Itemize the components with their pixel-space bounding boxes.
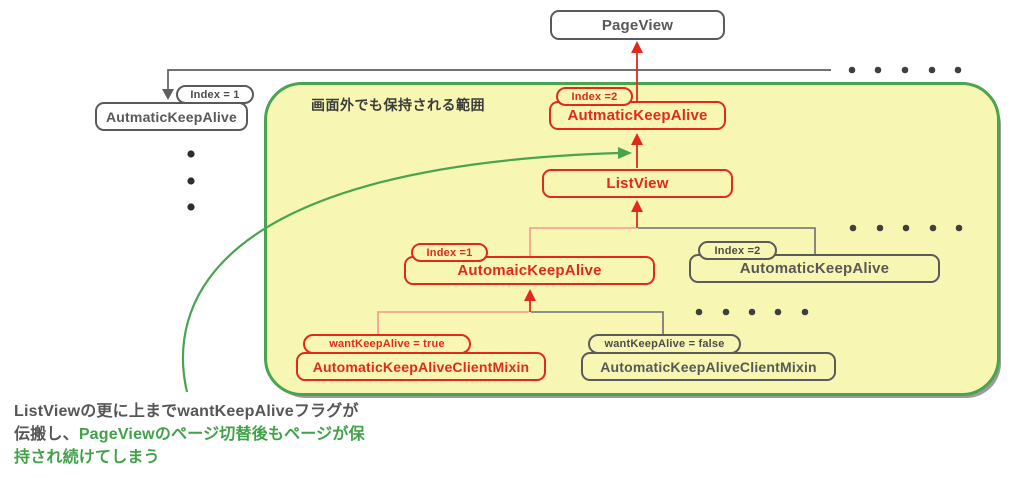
caption-line2-green: PageViewのページ切替後もページが保 [78, 426, 365, 443]
badge-item-kept-index: Index =1 [411, 243, 488, 262]
ellipsis-external-items-icon [187, 150, 195, 211]
badge-mixin-normal-label: wantKeepAlive = false [604, 338, 725, 350]
node-item-normal: AutomaticKeepAlive [689, 254, 940, 283]
node-keepalive: AutmaticKeepAlive [549, 101, 726, 130]
node-external-keepalive: AutmaticKeepAlive [95, 102, 248, 131]
caption-line2: 伝搬し、PageViewのページ切替後もページが保 [14, 423, 414, 446]
badge-keepalive-index-label: Index =2 [571, 90, 618, 103]
node-item-normal-label: AutomaticKeepAlive [739, 260, 890, 277]
badge-mixin-kept: wantKeepAlive = true [303, 334, 471, 354]
badge-external-index-label: Index = 1 [190, 88, 240, 101]
region-title: 画面外でも保持される範囲 [311, 97, 485, 113]
node-mixin-kept: AutomaticKeepAliveClientMixin [296, 352, 546, 381]
badge-mixin-normal: wantKeepAlive = false [588, 334, 741, 354]
caption-line1: ListViewの更に上までwantKeepAliveフラグが [14, 403, 359, 420]
badge-item-normal-index: Index =2 [698, 241, 777, 260]
badge-item-kept-index-label: Index =1 [426, 246, 473, 259]
node-listview-label: ListView [606, 175, 669, 192]
caption-line2-gray: 伝搬し、 [14, 426, 79, 443]
caption: ListViewの更に上までwantKeepAliveフラグが 伝搬し、Page… [14, 400, 414, 469]
node-mixin-kept-label: AutomaticKeepAliveClientMixin [312, 358, 530, 375]
node-external-keepalive-label: AutmaticKeepAlive [106, 108, 237, 125]
node-item-kept-label: AutomaicKeepAlive [457, 262, 602, 279]
badge-external-index: Index = 1 [176, 85, 254, 104]
badge-item-normal-index-label: Index =2 [714, 244, 761, 257]
node-mixin-normal-label: AutomaticKeepAliveClientMixin [600, 358, 817, 375]
node-pageview: PageView [550, 10, 725, 40]
node-keepalive-label: AutmaticKeepAlive [567, 107, 708, 124]
node-pageview-label: PageView [601, 16, 674, 34]
node-mixin-normal: AutomaticKeepAliveClientMixin [581, 352, 836, 381]
caption-line3: 持され続けてしまう [14, 449, 160, 466]
badge-keepalive-index: Index =2 [556, 87, 633, 106]
node-listview: ListView [542, 169, 733, 198]
ellipsis-pages-icon [848, 66, 962, 74]
badge-mixin-kept-label: wantKeepAlive = true [329, 338, 445, 350]
